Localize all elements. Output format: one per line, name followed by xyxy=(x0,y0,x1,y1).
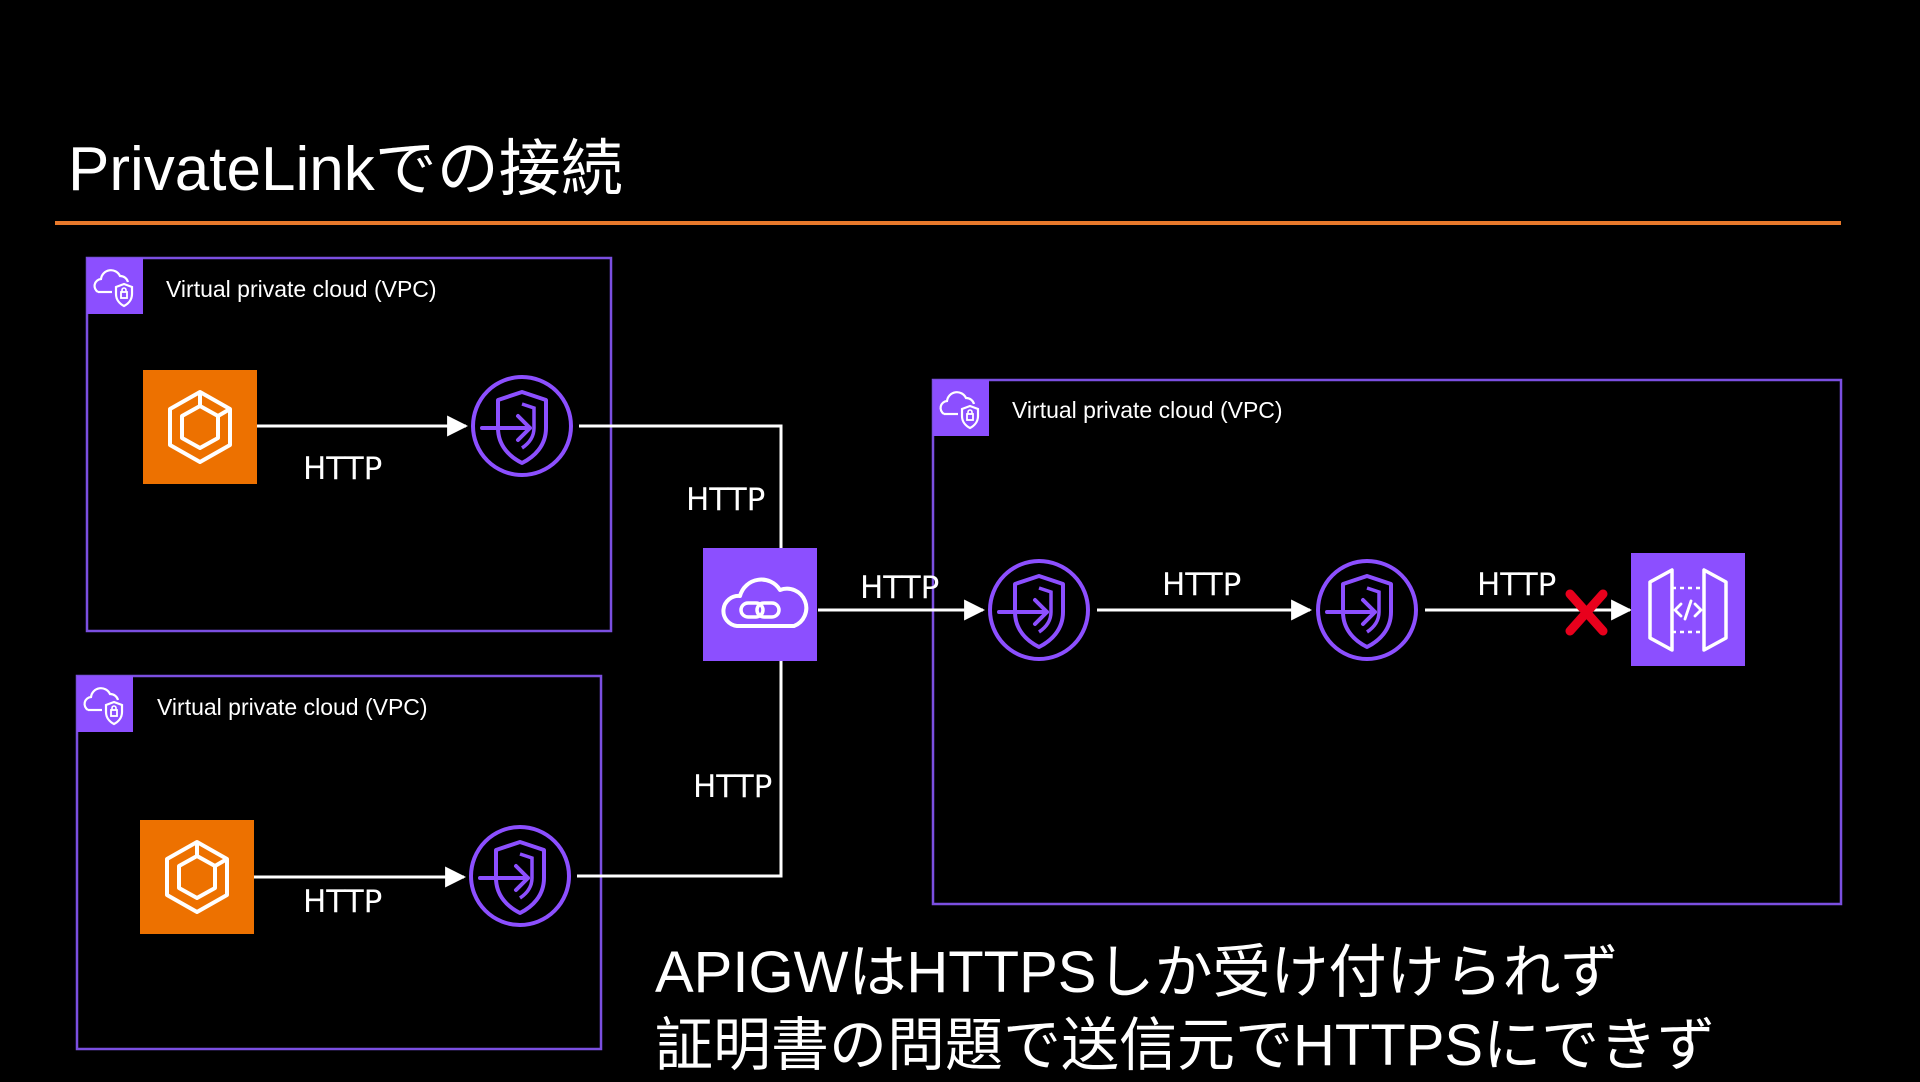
connectors xyxy=(254,415,1633,888)
vpc-endpoint-shield-icon xyxy=(471,375,573,477)
vpc-box-right: Virtual private cloud (VPC) xyxy=(931,378,1843,906)
line-endpoint-top-to-privatelink xyxy=(579,424,783,548)
ecs-container-icon xyxy=(138,818,256,936)
line-endpoint-bottom-to-privatelink xyxy=(577,660,783,878)
vpc-cloud-shield-icon xyxy=(931,378,991,438)
slide-title: PrivateLinkでの接続 xyxy=(68,135,623,204)
protocol-label: HTTP xyxy=(686,482,765,518)
protocol-label: HTTP xyxy=(303,451,382,487)
title-divider xyxy=(55,221,1841,225)
vpc-cloud-shield-icon xyxy=(85,256,145,316)
vpc-endpoint-shield-icon xyxy=(469,825,571,927)
caption-line: APIGWはHTTPSしか受け付けられず xyxy=(655,940,1619,1005)
api-gateway-icon xyxy=(1631,553,1745,666)
vpc-label: Virtual private cloud (VPC) xyxy=(166,276,437,302)
vpc-label: Virtual private cloud (VPC) xyxy=(1012,397,1283,423)
protocol-label: HTTP xyxy=(1477,567,1556,603)
vpc-endpoint-shield-icon xyxy=(988,559,1090,661)
vpc-box-bottom-left: Virtual private cloud (VPC) xyxy=(75,674,603,1051)
privatelink-cloud-icon xyxy=(703,548,817,661)
vpc-label: Virtual private cloud (VPC) xyxy=(157,694,428,720)
protocol-label: HTTP xyxy=(693,769,772,805)
vpc-endpoint-shield-icon xyxy=(1316,559,1418,661)
caption-line: 証明書の問題で送信元でHTTPSにできず xyxy=(655,1013,1716,1078)
vpc-cloud-shield-icon xyxy=(75,674,135,734)
protocol-label: HTTP xyxy=(303,884,382,920)
protocol-label: HTTP xyxy=(860,570,939,606)
vpc-box-top-left: Virtual private cloud (VPC) xyxy=(85,256,613,633)
protocol-label: HTTP xyxy=(1162,567,1241,603)
cross-mark-icon xyxy=(1565,589,1608,636)
ecs-container-icon xyxy=(141,368,259,486)
